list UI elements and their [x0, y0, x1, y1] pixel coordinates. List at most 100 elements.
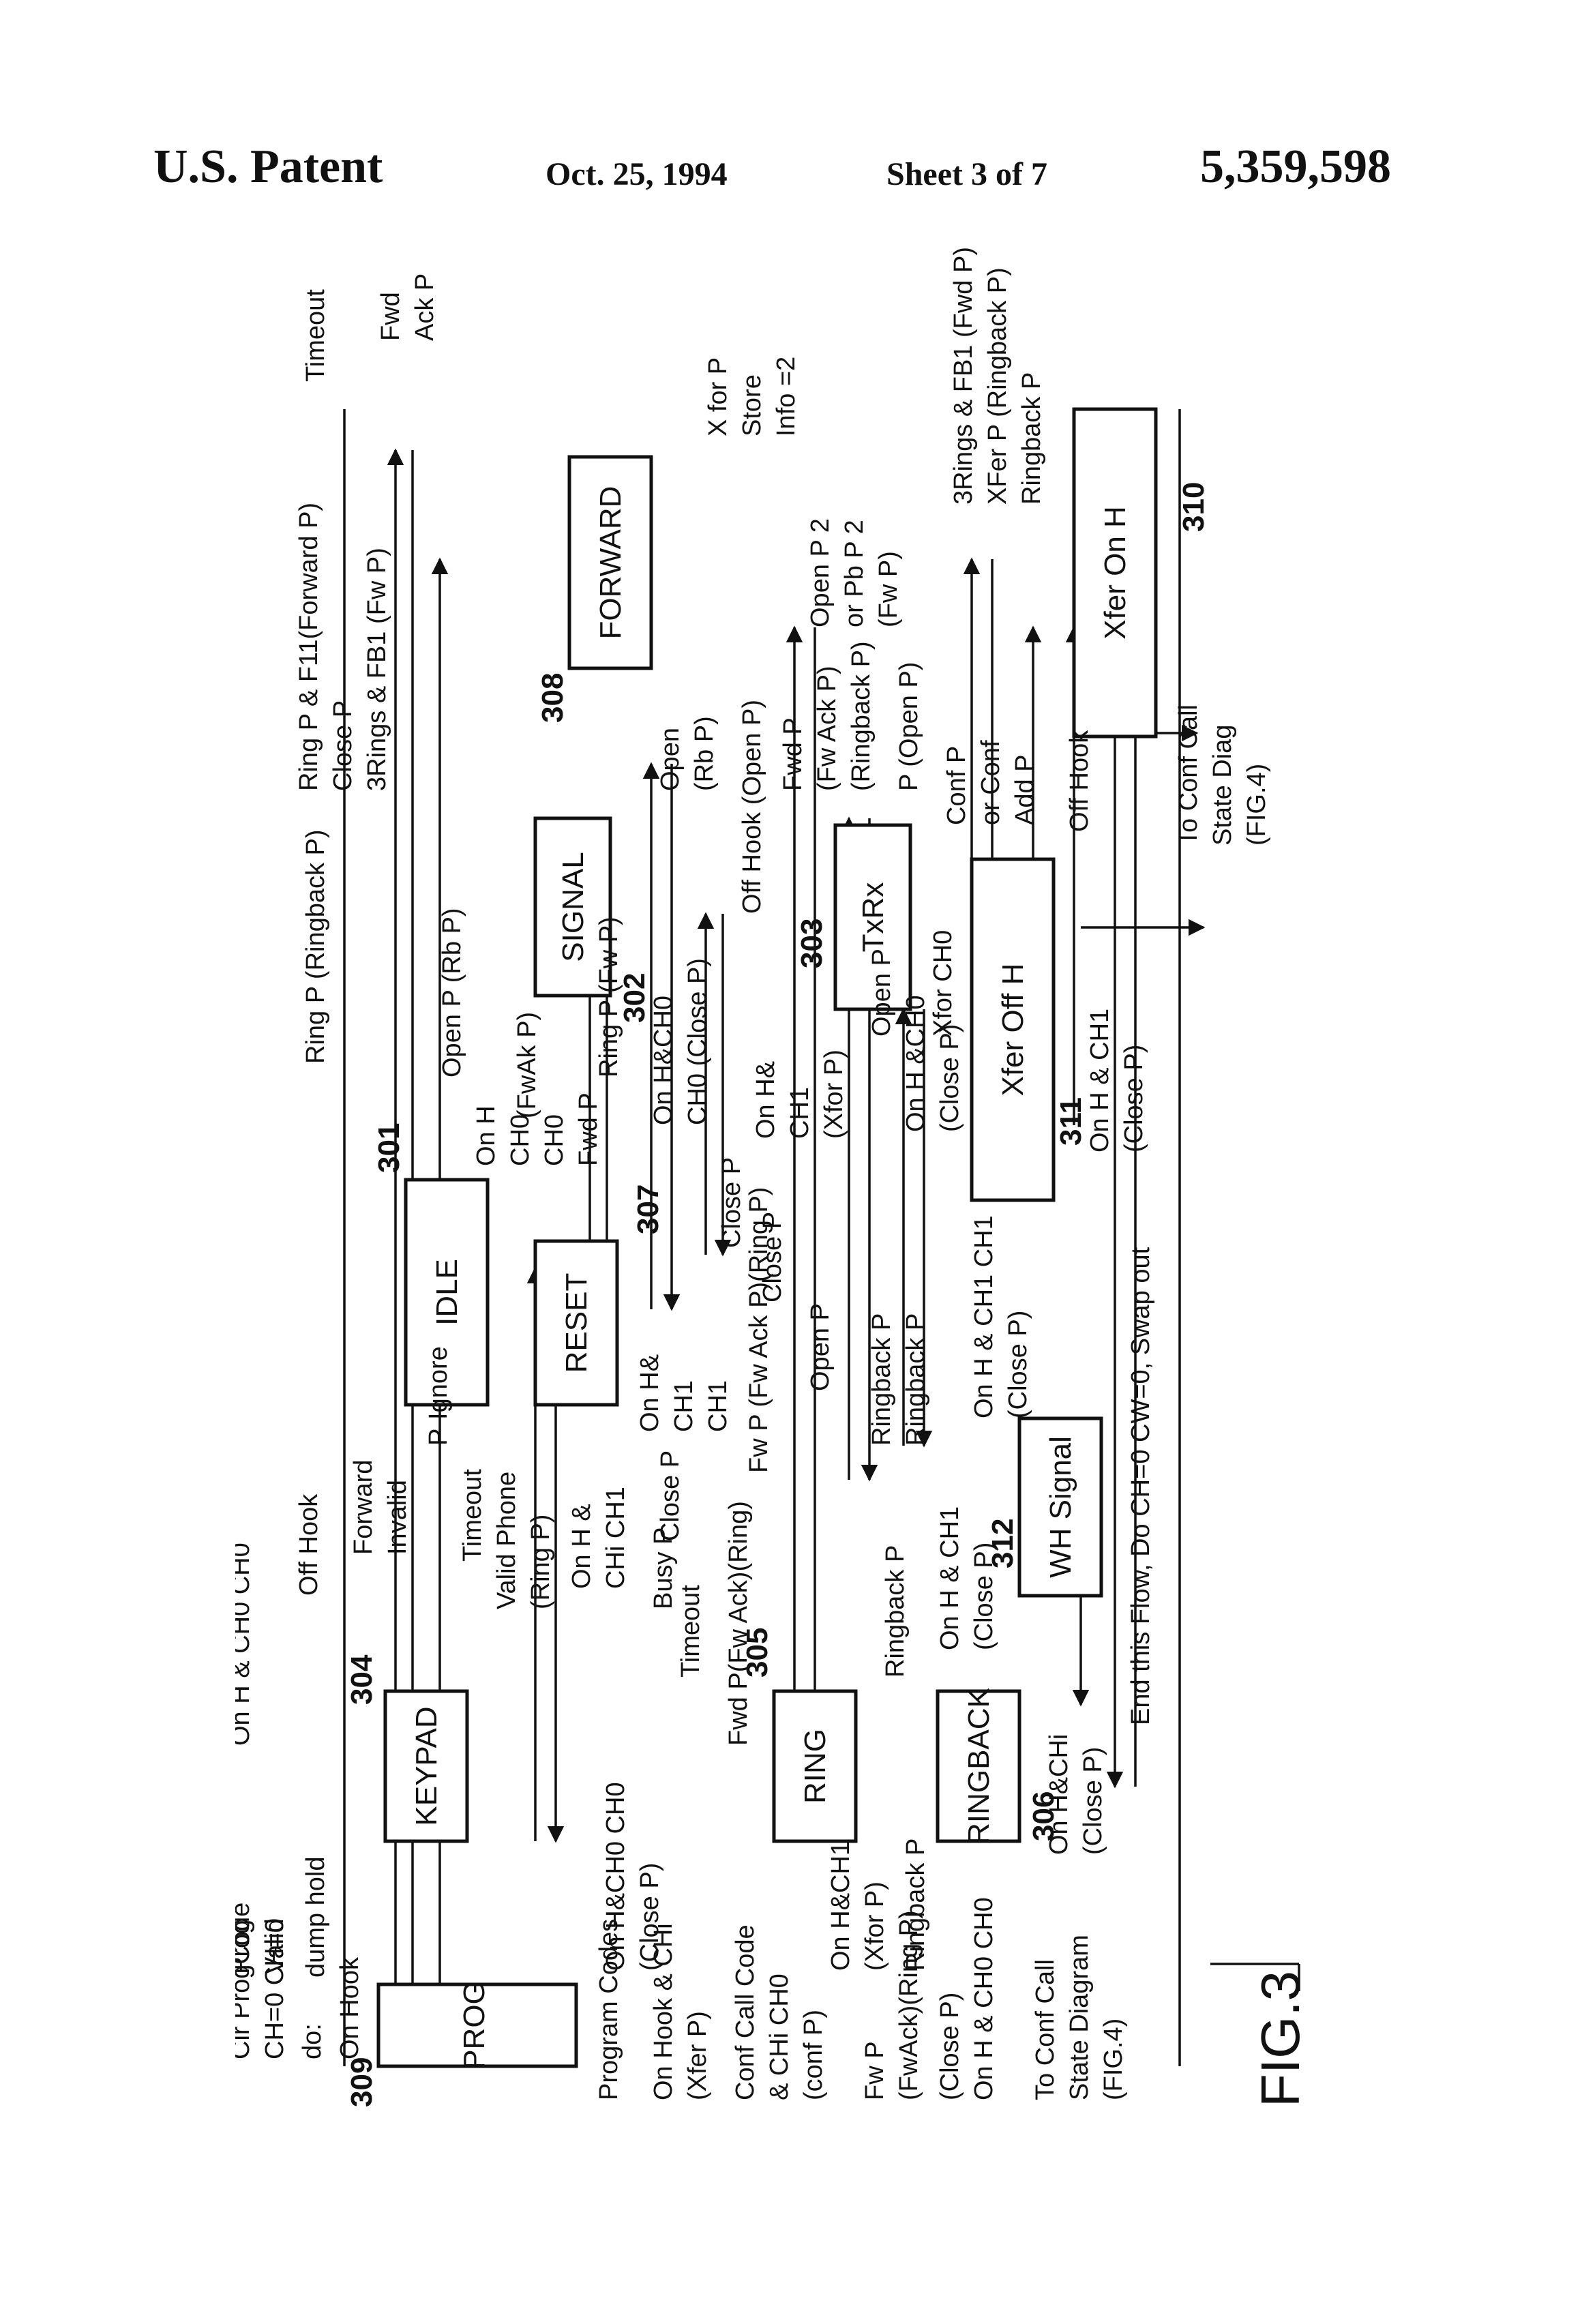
- svg-text:TxRx: TxRx: [856, 882, 890, 953]
- label-to-conf-right-2: State Diag: [1208, 725, 1237, 846]
- label-xfor-ch0: Xfor CH0: [929, 930, 957, 1037]
- label-onh-ch1-ch1-close-2: (Close P): [1004, 1311, 1032, 1418]
- label-p-ignore: P-Ignore: [424, 1346, 453, 1446]
- label-onh-ch1-reset-3: CH1: [704, 1380, 732, 1432]
- label-onh-ch1-close-xfer: On H & CH1: [1086, 1009, 1114, 1152]
- label-to-conf-right-3: (FIG.4): [1242, 764, 1271, 846]
- label-open-p2: Open P 2: [806, 518, 835, 627]
- label-open-rb-txrx: Open: [656, 728, 685, 791]
- svg-text:310: 310: [1177, 482, 1210, 532]
- label-open-p2-3: (Fw P): [874, 551, 903, 627]
- state-ringback: RINGBACK 306: [938, 1688, 1060, 1845]
- patent-number: 5,359,598: [1200, 140, 1391, 194]
- figure-label: FIG.3: [1250, 1971, 1311, 2107]
- label-close-p-1: Close P: [717, 1157, 746, 1248]
- label-onh-ch0-fwd-4: Fwd P: [574, 1092, 603, 1166]
- label-ring-fw: Ring P (Fw P): [595, 917, 623, 1077]
- svg-text:304: 304: [345, 1654, 378, 1705]
- svg-text:308: 308: [536, 673, 569, 723]
- state-diagram: PROG 309 KEYPAD 304 RING 305 RINGBACK 30…: [235, 198, 1388, 2128]
- label-fwak-p: (FwAk P): [513, 1012, 541, 1118]
- label-conf-p: Conf P: [942, 746, 971, 825]
- svg-text:311: 311: [1054, 1097, 1088, 1146]
- label-timeout-keypad: Timeout: [458, 1469, 487, 1562]
- label-off-hook-idle: Off Hook: [295, 1493, 323, 1596]
- label-onh-ch1-xfor-txrx-2: CH1: [786, 1087, 814, 1139]
- state-prog: PROG 309: [345, 1981, 576, 2107]
- label-onh-ch1-xfor-2: (Xfor P): [861, 1881, 889, 1971]
- label-ring-f11-3: 3Rings & FB1 (Fw P): [363, 548, 391, 791]
- label-onh-chi-close-wh-2: (Close P): [1079, 1747, 1107, 1855]
- sheet-number: Sheet 3 of 7: [886, 155, 1047, 193]
- label-open-rb-txrx-2: (Rb P): [690, 716, 719, 791]
- label-dump-hold: dump hold: [301, 1857, 330, 1978]
- label-onh-ch1-reset-2: CH1: [670, 1380, 698, 1432]
- label-fwd-ack-top-2: Ack P: [411, 273, 439, 341]
- svg-text:SIGNAL: SIGNAL: [556, 852, 590, 962]
- label-onh-ch1-ch1-close: On H & CH1 CH1: [970, 1215, 998, 1418]
- label-onh-ch1-xfor-txrx-3: (Xfor P): [820, 1049, 848, 1139]
- svg-text:301: 301: [372, 1123, 406, 1173]
- svg-text:FORWARD: FORWARD: [594, 486, 627, 640]
- label-close-p-2: Close P: [758, 1212, 787, 1302]
- label-off-hook-open: Off Hook (Open P): [738, 700, 766, 914]
- label-onh-ch0-fwd-2: CH0: [506, 1114, 535, 1166]
- patent-date: Oct. 25, 1994: [546, 155, 728, 193]
- label-valid-phone-2: (Ring P): [526, 1515, 555, 1609]
- svg-text:303: 303: [795, 919, 829, 968]
- label-ringback-pp-2: Ringback P: [901, 1313, 930, 1446]
- label-close-p-ringback: (Close P): [936, 1993, 964, 2100]
- label-onh-chi-close-wh: On H&CHi: [1045, 1734, 1073, 1855]
- label-off-hook-xfer: Off Hook: [1065, 730, 1094, 832]
- svg-text:Xfer Off H: Xfer Off H: [996, 964, 1030, 1097]
- label-ringback-p-left: Ringback P: [901, 1838, 930, 1971]
- label-onh-ch0-close-xfer: On H &CH0: [901, 995, 930, 1132]
- label-rings-fb1-3: Ringback P: [1017, 372, 1046, 505]
- label-forward-invalid-2: Invalid: [383, 1480, 412, 1555]
- svg-text:RESET: RESET: [560, 1273, 593, 1373]
- label-onh-ch0-close-signal-2: CH0 (Close P): [683, 958, 712, 1125]
- label-fwd-txrx-3: (Ringback P): [847, 641, 876, 791]
- label-fwd-txrx: Fwd P: [779, 717, 807, 791]
- label-rings-fb1: 3Rings & FB1 (Fwd P): [949, 247, 978, 505]
- label-forward-invalid: Forward: [349, 1460, 378, 1555]
- label-onh-ch0-fwd: On H: [472, 1105, 501, 1166]
- label-ringback-pp: Ringback P: [867, 1313, 896, 1446]
- svg-text:WH Signal: WH Signal: [1044, 1436, 1077, 1578]
- label-valid-phone: Valid Phone: [492, 1472, 521, 1609]
- label-onh-ch1-close-xfer-2: (Close P): [1120, 1045, 1148, 1152]
- svg-text:307: 307: [631, 1185, 665, 1234]
- label-to-conf-left-3: (FIG.4): [1099, 2018, 1128, 2100]
- svg-text:IDLE: IDLE: [430, 1259, 464, 1326]
- label-conf-call-code: Conf Call Code: [731, 1924, 760, 2100]
- label-onh-ch0-close-keypad-2: (Close P): [636, 1863, 664, 1971]
- svg-text:RING: RING: [799, 1729, 832, 1804]
- state-ring: RING 305: [741, 1628, 856, 1841]
- label-x-for-p: X for P: [704, 357, 732, 436]
- svg-text:PROG: PROG: [458, 1981, 491, 2070]
- label-onh-ch0-top: On H & CH0 CH0: [235, 1543, 255, 1746]
- label-onh-ch0-close-signal: On H&CH0: [649, 996, 678, 1125]
- label-onh-ch1-xfor-txrx: On H&: [751, 1061, 780, 1139]
- label-timeout-top: Timeout: [301, 289, 330, 382]
- label-to-conf-right: To Conf Call: [1174, 704, 1203, 846]
- label-onh-ch1-reset: On H&: [636, 1354, 664, 1432]
- label-end-flow: End this Flow, Do CH=0 CW=0, Swap out: [1126, 1247, 1155, 1725]
- label-close-p-reset: Close P: [656, 1450, 685, 1541]
- label-onh-ch1-xfor: On H&CH1: [826, 1841, 855, 1971]
- state-wh-signal: WH Signal 312: [986, 1418, 1101, 1596]
- state-forward: FORWARD 308: [536, 457, 651, 723]
- label-onh-ch1-close-1b: (Close P): [970, 1543, 998, 1650]
- label-ringback-p-ring: Ringback P: [881, 1545, 910, 1678]
- label-x-for-p-2: Store: [738, 374, 766, 436]
- label-fw-fwack-ring: Fw P: [861, 2041, 889, 2100]
- label-open-p-xf: P (Open P): [895, 662, 923, 791]
- state-signal: SIGNAL 302: [535, 818, 651, 1023]
- label-conf-p-2: or Conf: [976, 740, 1005, 825]
- label-conf-p-3: Add P: [1011, 754, 1039, 825]
- label-open-p-txrx: Open P: [867, 949, 896, 1037]
- label-to-conf-left-2: State Diagram: [1065, 1935, 1094, 2100]
- label-to-conf-left: To Conf Call: [1031, 1959, 1060, 2100]
- label-conf-call-code-3: (conf P): [799, 2010, 828, 2100]
